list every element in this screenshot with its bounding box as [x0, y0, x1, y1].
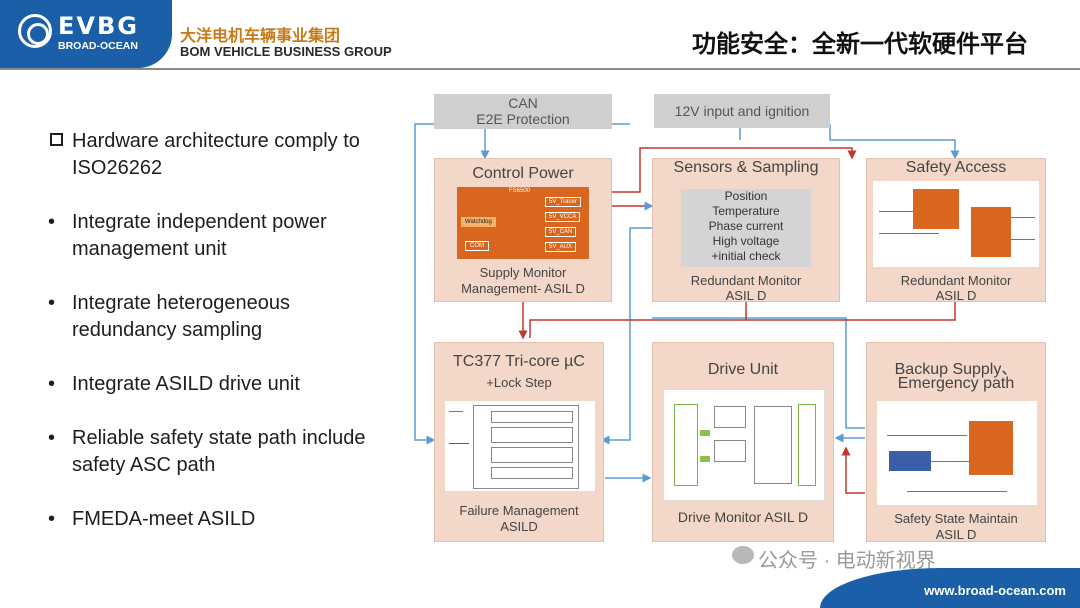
feature-item: Hardware architecture comply to ISO26262: [48, 128, 388, 182]
bullet-dot-icon: •: [48, 292, 56, 314]
wechat-watermark: 公众号 · 电动新视界: [732, 544, 936, 573]
rail-label: 5V_Tracer: [545, 197, 581, 207]
safety-access-sub1: Redundant Monitor: [900, 273, 1012, 288]
backup-title1: Backup Supply、: [894, 361, 1018, 378]
can-label: CAN: [508, 95, 538, 111]
drive-unit-title: Drive Unit: [707, 361, 779, 378]
control-power-sub2: Management- ASIL D: [461, 281, 585, 296]
power-input-box: 12V input and ignition: [654, 94, 830, 128]
backup-schematic: [877, 401, 1037, 505]
backup-sub1: Safety State Maintain: [894, 511, 1018, 526]
control-power-title: Control Power: [472, 165, 574, 182]
feature-item: • Integrate ASILD drive unit: [48, 371, 388, 398]
tc377-schematic: [445, 401, 595, 491]
safety-access-schematic: [873, 181, 1039, 267]
header-divider: [0, 68, 1080, 70]
feature-list: Hardware architecture comply to ISO26262…: [48, 128, 388, 560]
bullet-dot-icon: •: [48, 211, 56, 233]
sensors-title: Sensors & Sampling: [673, 159, 819, 176]
bullet-dot-icon: •: [48, 427, 56, 449]
drive-unit-schematic: [663, 389, 825, 501]
page-title: 功能安全：全新一代软硬件平台: [692, 31, 1028, 58]
tc377-block: TC377 Tri-core µC +Lock Step Failure Man…: [434, 342, 604, 542]
sensor-item: Phase current: [708, 219, 784, 233]
sensor-list-panel: Position Temperature Phase current High …: [681, 189, 811, 267]
watchdog-label: Watchdog: [461, 217, 496, 227]
feature-text: FMEDA-meet ASILD: [72, 508, 256, 530]
feature-text: Integrate independent power management u…: [72, 211, 327, 260]
website-url: www.broad-ocean.com: [924, 583, 1066, 598]
company-name-en: BOM VEHICLE BUSINESS GROUP: [180, 44, 392, 59]
feature-item: • Integrate independent power management…: [48, 209, 388, 263]
backup-supply-block: Backup Supply、 Emergency path Safety Sta…: [866, 342, 1046, 542]
feature-text: Integrate heterogeneous redundancy sampl…: [72, 292, 290, 341]
logo-main-text: EVBG: [58, 12, 139, 40]
sensor-item: +initial check: [711, 249, 781, 263]
feature-item: • Integrate heterogeneous redundancy sam…: [48, 290, 388, 344]
feature-text: Reliable safety state path include safet…: [72, 427, 366, 476]
chip-name: FS6500: [509, 188, 531, 194]
feature-item: • Reliable safety state path include saf…: [48, 425, 388, 479]
bullet-dot-icon: •: [48, 508, 56, 530]
sensors-sub1: Redundant Monitor: [690, 273, 802, 288]
diagram-connectors: [414, 123, 960, 494]
backup-sub2: ASIL D: [935, 527, 977, 542]
watermark-text: 公众号 · 电动新视界: [758, 550, 936, 572]
safety-access-sub2: ASIL D: [935, 288, 977, 303]
tc377-subtitle: +Lock Step: [486, 375, 552, 390]
safety-access-block: Safety Access Redundant Monitor ASIL D: [866, 158, 1046, 303]
wechat-icon: [732, 546, 754, 564]
rail-label: 5V_AUX: [545, 242, 577, 252]
drive-unit-sub1: Drive Monitor ASIL D: [677, 509, 809, 525]
tc377-sub2: ASILD: [500, 519, 538, 534]
feature-text: Hardware architecture comply to ISO26262: [72, 130, 360, 179]
sensor-item: Temperature: [712, 204, 780, 218]
e2e-label: E2E Protection: [476, 111, 570, 127]
power-chip-diagram: FS6500 Watchdog COM 5V_Tracer 5V_VCCA 5V…: [457, 187, 589, 259]
power-input-label: 12V input and ignition: [674, 103, 810, 119]
feature-item: • FMEDA-meet ASILD: [48, 506, 388, 533]
architecture-diagram: CAN E2E Protection 12V input and ignitio…: [400, 88, 1080, 548]
logo-sub-text: BROAD-OCEAN: [58, 40, 138, 52]
can-e2e-box: CAN E2E Protection: [434, 94, 612, 129]
com-label: COM: [465, 241, 489, 251]
tc377-title: TC377 Tri-core µC: [453, 353, 585, 370]
control-power-block: Control Power FS6500 Watchdog COM 5V_Tra…: [434, 158, 612, 302]
company-name-cn: 大洋电机车辆事业集团: [180, 28, 341, 45]
feature-text: Integrate ASILD drive unit: [72, 373, 300, 395]
safety-access-title: Safety Access: [905, 159, 1007, 176]
sensors-sampling-block: Sensors & Sampling Position Temperature …: [652, 158, 840, 303]
logo-icon: [18, 14, 52, 48]
sensor-item: Position: [724, 189, 768, 203]
sensor-item: High voltage: [712, 234, 780, 248]
rail-label: 5V_CAN: [545, 227, 577, 237]
drive-unit-block: Drive Unit Drive Monitor ASIL D: [652, 342, 834, 542]
header: EVBG BROAD-OCEAN 大洋电机车辆事业集团 BOM VEHICLE …: [0, 0, 1080, 68]
checkbox-square-icon: [50, 133, 63, 146]
sensors-sub2: ASIL D: [725, 288, 767, 303]
control-power-sub1: Supply Monitor: [479, 265, 567, 280]
backup-title2: Emergency path: [897, 375, 1015, 392]
bullet-dot-icon: •: [48, 373, 56, 395]
brand-logo: EVBG BROAD-OCEAN: [0, 0, 172, 68]
tc377-sub1: Failure Management: [459, 503, 579, 518]
rail-label: 5V_VCCA: [545, 212, 581, 222]
